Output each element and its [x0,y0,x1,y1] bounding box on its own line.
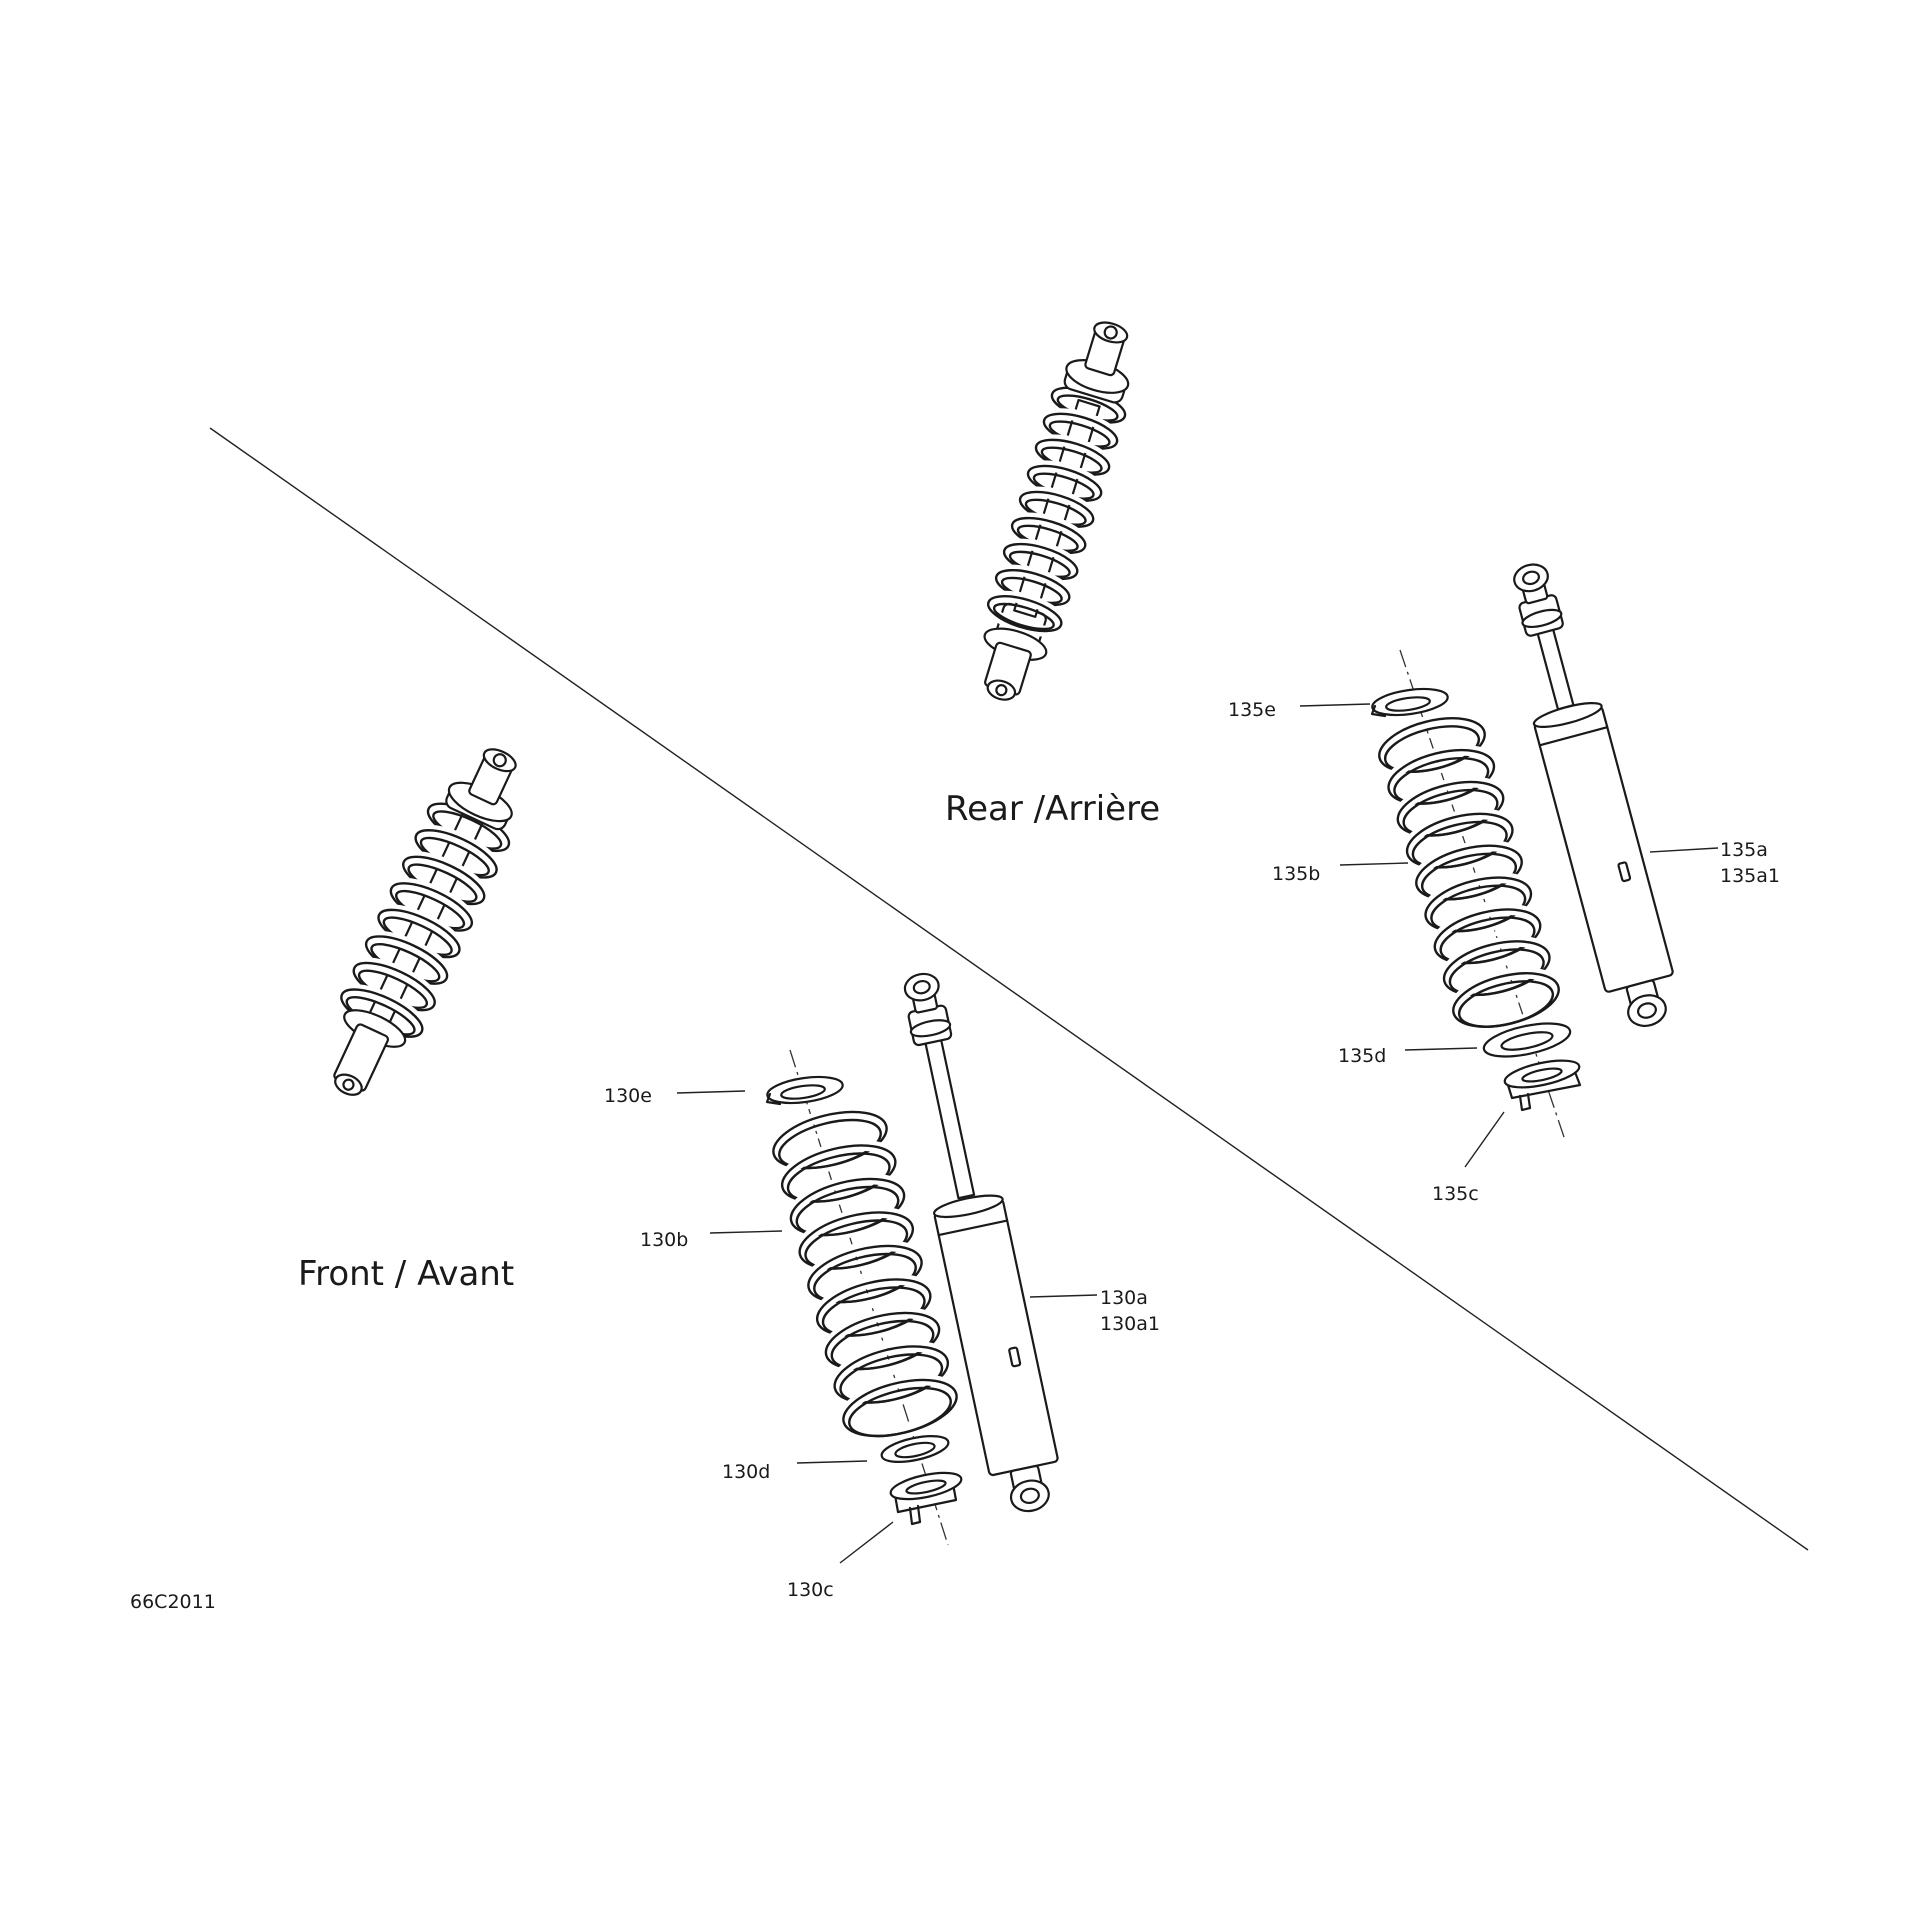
front-spring-seat-130d [880,1435,950,1463]
rear-spring-collar-135c [1503,1059,1582,1112]
callout-135c: 135c [1432,1183,1479,1205]
front-spring-collar-130c [889,1471,963,1526]
callout-130d: 130d [722,1461,770,1483]
leader-130c [839,1521,894,1564]
callout-130a1: 130a1 [1100,1313,1160,1335]
rear-coil-spring-135b [1373,712,1565,1033]
figure-code: 66C2011 [130,1591,216,1613]
front-damper-130a [903,972,1059,1513]
callout-130e: 130e [604,1085,652,1107]
leader-135b [1339,862,1409,866]
leader-130d [796,1460,868,1464]
leader-130b [709,1230,783,1234]
callout-130c: 130c [787,1579,834,1601]
leader-135a [1649,847,1719,853]
section-title-rear: Rear /Arrière [945,789,1160,829]
rear-shock-assembly-drawing [982,321,1131,701]
callout-135b: 135b [1272,863,1320,885]
front-coil-spring-130b [767,1106,963,1442]
rear-spring-retainer-135e [1370,687,1449,718]
leader-135c [1464,1111,1505,1168]
rear-damper-135a [1513,563,1674,1027]
front-shock-assembly-drawing [333,748,517,1096]
callout-135d: 135d [1338,1045,1386,1067]
callout-135a1: 135a1 [1720,865,1780,887]
callout-130a: 130a [1100,1287,1148,1309]
leader-130a [1029,1294,1098,1298]
section-title-front: Front / Avant [298,1254,514,1294]
callout-130b: 130b [640,1229,688,1251]
leader-135d [1404,1047,1478,1051]
leader-130e [676,1090,746,1094]
callout-135a: 135a [1720,839,1768,861]
leader-135e [1299,703,1371,707]
rear-spring-seat-135d [1482,1022,1572,1058]
callout-135e: 135e [1228,699,1276,721]
front-spring-retainer-130e [765,1075,844,1106]
section-divider-line [209,427,1809,1551]
